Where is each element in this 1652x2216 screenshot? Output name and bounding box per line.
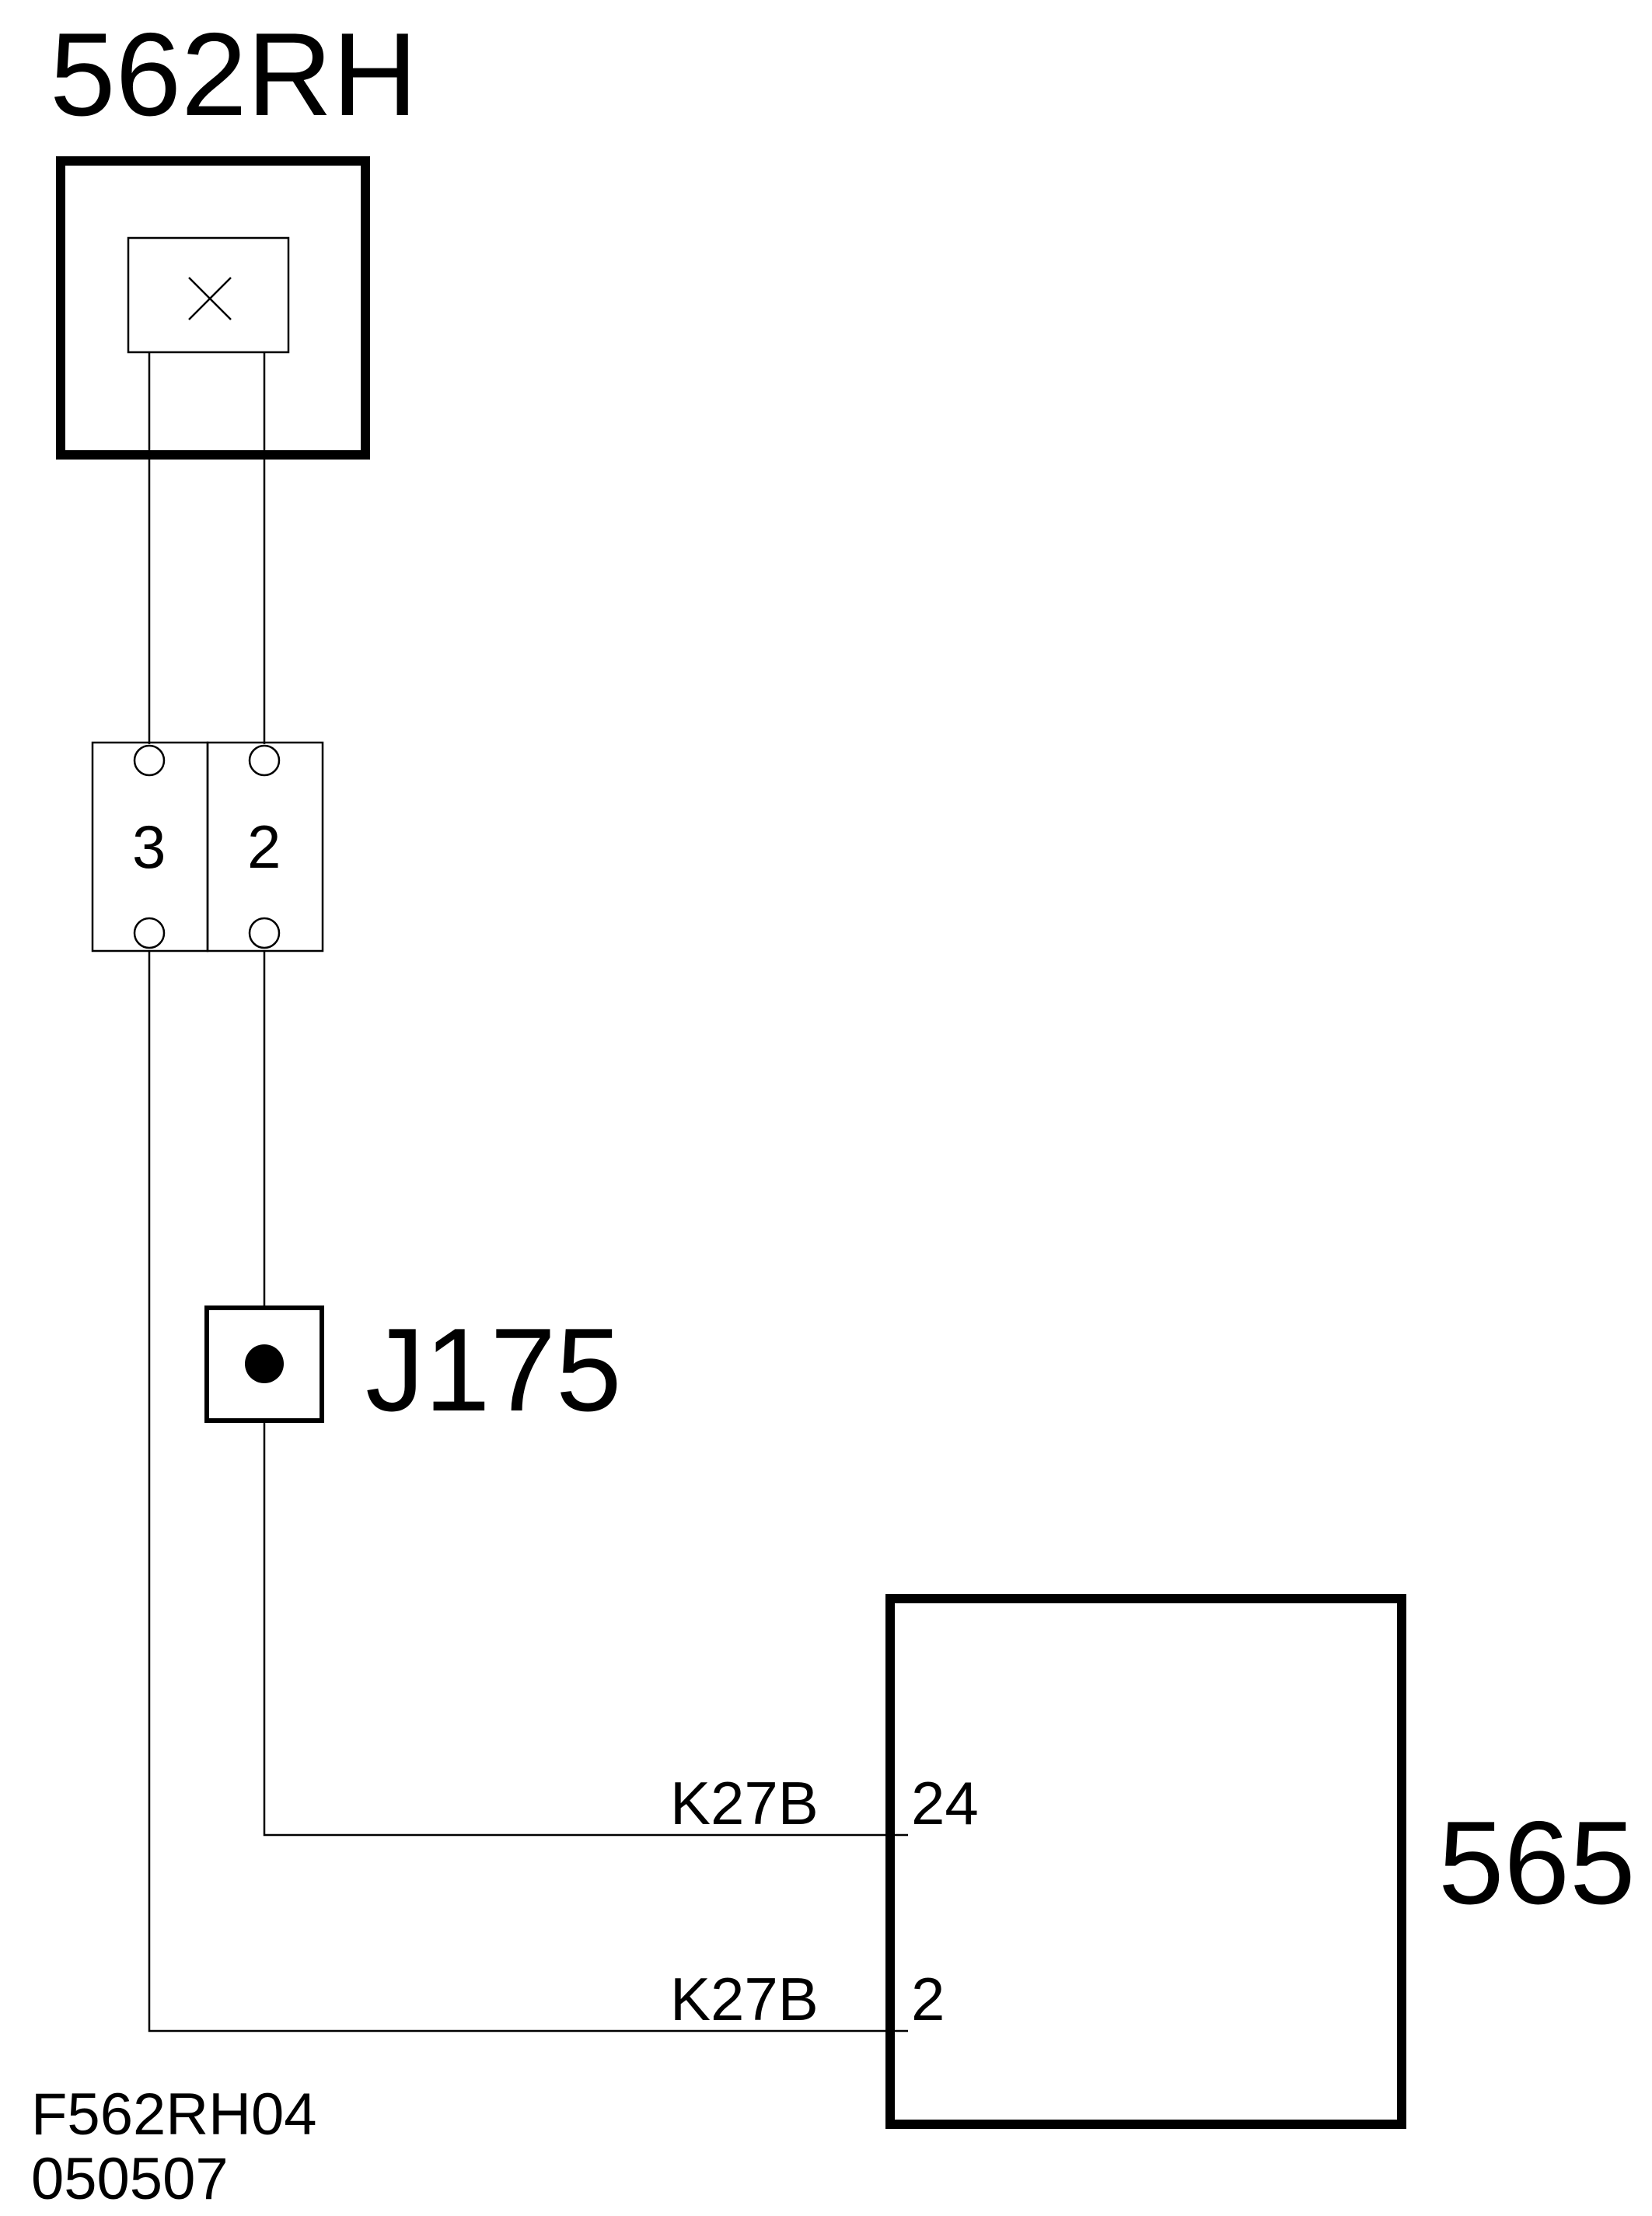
- x-cross-icon: [188, 277, 232, 320]
- module-label-565: 565: [1438, 1797, 1636, 1929]
- component-562rh-box: [56, 156, 370, 460]
- sensor-element-box: [127, 236, 290, 354]
- wire-k27b-to-pin-2: [148, 950, 908, 2032]
- module-pin-label-24: 24: [911, 1769, 979, 1837]
- connector-pin-label-3: 3: [132, 813, 166, 881]
- open-circle-icon: [133, 744, 281, 949]
- filled-dot-icon: [245, 1344, 284, 1383]
- connector-pin-label-2: 2: [247, 813, 281, 881]
- wire-label-k27b-upper: K27B: [670, 1769, 819, 1837]
- wire-label-k27b-lower: K27B: [670, 1965, 819, 2033]
- date-code: 050507: [31, 2146, 229, 2212]
- wire-k27b-to-pin-24: [263, 950, 908, 1837]
- junction-label-j175: J175: [365, 1304, 622, 1436]
- connector-block: [91, 741, 324, 952]
- module-565-box: [885, 1594, 1406, 2129]
- module-pin-label-2: 2: [911, 1965, 945, 2033]
- component-label-562rh: 562RH: [50, 9, 418, 141]
- diagram-id: F562RH04: [31, 2081, 317, 2148]
